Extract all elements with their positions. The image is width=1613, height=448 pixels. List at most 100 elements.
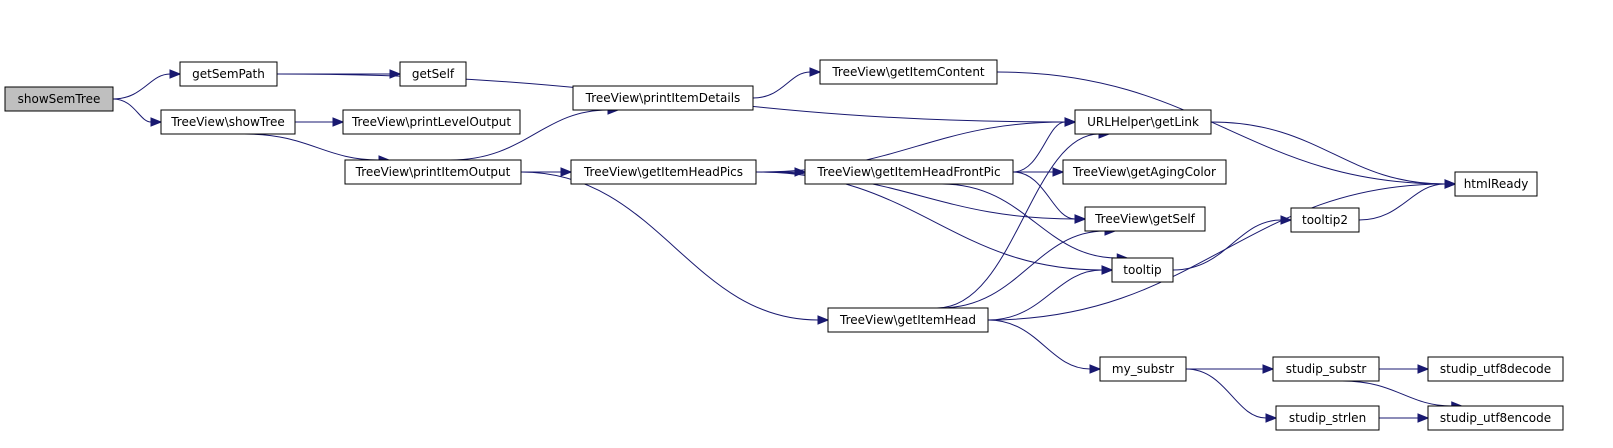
node-showSemTree[interactable]: showSemTree — [4, 86, 114, 112]
node-studip_substr[interactable]: studip_substr — [1272, 356, 1380, 382]
edge-line — [450, 109, 609, 161]
edge-line — [987, 269, 1103, 321]
edge-getItemHead-to-tvGetSelf — [940, 226, 1117, 309]
node-studip_strlen[interactable]: studip_strlen — [1275, 405, 1380, 431]
edge-line — [520, 171, 819, 321]
call-edges — [112, 67, 1464, 423]
node-printItemDetails[interactable]: TreeView\printItemDetails — [572, 85, 754, 111]
node-studip_utf8encode[interactable]: studip_utf8encode — [1427, 405, 1564, 431]
edge-line — [940, 230, 1106, 309]
edge-line — [1185, 368, 1267, 419]
node-tvGetSelf[interactable]: TreeView\getSelf — [1084, 206, 1206, 232]
node-label: URLHelper\getLink — [1087, 115, 1199, 129]
arrowhead-icon — [809, 67, 822, 77]
edge-showSemTree-to-getSemPath — [112, 69, 182, 100]
arrowhead-icon — [1417, 364, 1430, 374]
node-label: studip_utf8decode — [1440, 362, 1551, 376]
node-label: my_substr — [1112, 362, 1174, 376]
node-label: TreeView\showTree — [170, 115, 285, 129]
arrowhead-icon — [1280, 215, 1293, 225]
node-box — [1111, 257, 1174, 283]
edge-getItemHead-to-htmlReady — [987, 179, 1457, 321]
edge-getLink-to-htmlReady — [1210, 121, 1457, 189]
node-box — [1454, 171, 1538, 197]
node-htmlReady[interactable]: htmlReady — [1454, 171, 1538, 197]
node-label: studip_utf8encode — [1440, 411, 1551, 425]
node-box — [1427, 356, 1564, 382]
node-label: TreeView\printItemDetails — [585, 91, 741, 105]
node-label: getSelf — [412, 67, 455, 81]
edge-line — [1172, 219, 1282, 271]
edge-tooltip-to-tooltip2 — [1172, 215, 1293, 271]
edge-line — [112, 98, 152, 123]
edge-studip_substr-to-studip_utf8decode — [1379, 364, 1430, 374]
edge-line — [1358, 183, 1446, 221]
arrowhead-icon — [169, 69, 182, 79]
node-getLink[interactable]: URLHelper\getLink — [1074, 109, 1212, 135]
node-getSelf[interactable]: getSelf — [399, 61, 467, 87]
node-box — [1427, 405, 1564, 431]
node-box — [179, 61, 278, 87]
node-box — [804, 159, 1014, 185]
node-box — [1074, 109, 1212, 135]
node-box — [399, 61, 467, 87]
node-label: getSemPath — [192, 67, 265, 81]
arrowhead-icon — [1052, 167, 1065, 177]
edge-getItemHeadPics-to-tooltip — [755, 171, 1114, 275]
node-tooltip[interactable]: tooltip — [1111, 257, 1174, 283]
node-box — [1275, 405, 1380, 431]
node-printItemOutput[interactable]: TreeView\printItemOutput — [344, 159, 522, 185]
arrowhead-icon — [332, 117, 345, 127]
edge-line — [1210, 121, 1446, 185]
edge-getItemHeadFrontPic-to-getAgingColor — [1012, 167, 1065, 177]
edge-line — [936, 133, 1100, 309]
node-box — [1084, 206, 1206, 232]
node-box — [344, 159, 522, 185]
node-label: tooltip — [1123, 263, 1161, 277]
node-label: htmlReady — [1464, 177, 1529, 191]
node-getItemHeadFrontPic[interactable]: TreeView\getItemHeadFrontPic — [804, 159, 1014, 185]
node-label: TreeView\getItemHeadPics — [583, 165, 743, 179]
node-box — [1099, 356, 1187, 382]
node-showTree[interactable]: TreeView\showTree — [160, 109, 296, 135]
arrowhead-icon — [1074, 214, 1087, 224]
arrowhead-icon — [1417, 413, 1430, 423]
node-box — [160, 109, 296, 135]
edge-printItemOutput-to-getItemHead — [520, 171, 830, 325]
node-box — [570, 159, 757, 185]
node-getAgingColor[interactable]: TreeView\getAgingColor — [1062, 159, 1227, 185]
edge-line — [987, 319, 1091, 370]
arrowhead-icon — [1101, 265, 1114, 275]
node-getSemPath[interactable]: getSemPath — [179, 61, 278, 87]
edge-line — [244, 133, 380, 161]
edge-showSemTree-to-showTree — [112, 98, 163, 127]
arrowhead-icon — [1262, 364, 1275, 374]
node-studip_utf8decode[interactable]: studip_utf8decode — [1427, 356, 1564, 382]
edge-line — [1012, 171, 1076, 220]
edge-getItemHeadFrontPic-to-tvGetSelf — [1012, 171, 1087, 224]
node-printLevelOutput[interactable]: TreeView\printLevelOutput — [342, 109, 521, 135]
node-box — [1272, 356, 1380, 382]
node-getItemHeadPics[interactable]: TreeView\getItemHeadPics — [570, 159, 757, 185]
node-label: tooltip2 — [1302, 213, 1348, 227]
node-box — [827, 307, 989, 333]
edge-line — [996, 71, 1446, 185]
edge-line — [941, 183, 1118, 259]
node-label: TreeView\getSelf — [1094, 212, 1196, 226]
edge-my_substr-to-studip_strlen — [1185, 368, 1278, 423]
arrowhead-icon — [560, 167, 573, 177]
edge-line — [755, 171, 1103, 271]
node-my_substr[interactable]: my_substr — [1099, 356, 1187, 382]
arrowhead-icon — [150, 117, 163, 127]
edge-line — [1342, 380, 1452, 407]
node-label: studip_substr — [1286, 362, 1367, 376]
node-label: TreeView\getItemHead — [839, 313, 976, 327]
arrowhead-icon — [1444, 179, 1457, 189]
edge-showTree-to-printLevelOutput — [295, 117, 345, 127]
node-getItemContent[interactable]: TreeView\getItemContent — [819, 59, 998, 85]
node-box — [4, 86, 114, 112]
node-label: TreeView\printLevelOutput — [351, 115, 511, 129]
node-getItemHead[interactable]: TreeView\getItemHead — [827, 307, 989, 333]
node-tooltip2[interactable]: tooltip2 — [1290, 207, 1360, 233]
